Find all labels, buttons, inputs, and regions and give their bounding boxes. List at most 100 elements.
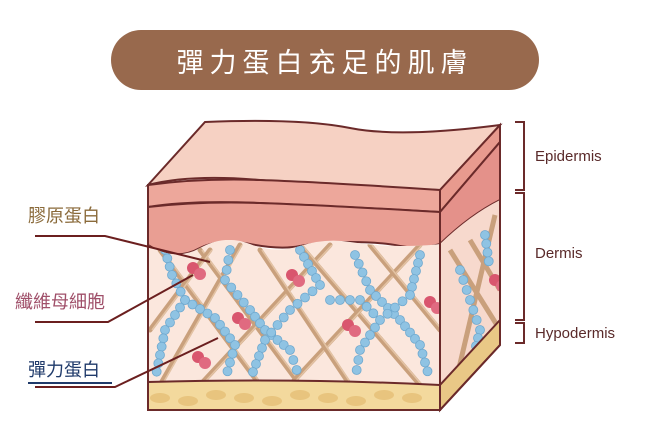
fat-cell [206, 390, 226, 400]
elastin-bead [465, 295, 475, 305]
elastin-bead [156, 341, 167, 352]
collagen-label: 膠原蛋白 [28, 206, 100, 227]
fat-cell [234, 393, 254, 403]
elastin-bead [481, 238, 492, 249]
hypodermis-label: Hypodermis [535, 325, 616, 342]
elastin-bead [480, 230, 490, 240]
elastin-bead [170, 310, 180, 320]
elastin-bead [220, 275, 230, 285]
elastin-bead [272, 320, 283, 330]
collagen-fiber [367, 242, 440, 333]
elastin-bead [175, 302, 185, 313]
elastin-bead [158, 333, 169, 344]
elastin-bead [475, 325, 485, 335]
elastin-bead [361, 276, 372, 287]
elastin-bead [285, 345, 295, 355]
elastin-bead [187, 299, 198, 310]
elastin-bead [160, 325, 170, 335]
elastin-bead [350, 250, 360, 260]
elastin-bead [483, 256, 494, 267]
elastin-bead [292, 298, 303, 309]
elastin-bead [220, 326, 230, 337]
elastin-label: 彈力蛋白 [28, 360, 100, 381]
elastin-bead [353, 258, 364, 269]
elastin-bead [288, 355, 299, 365]
fibroblast-cell [199, 357, 211, 369]
collagen-leader-line [35, 235, 211, 263]
elastin-bead [155, 350, 165, 360]
elastin-bead [397, 296, 408, 307]
dermis-label: Dermis [535, 245, 583, 262]
epidermis-bracket [515, 121, 525, 191]
elastin-bead [405, 290, 415, 300]
elastin-bead [355, 345, 365, 355]
elastin-bead [368, 308, 379, 319]
elastin-bead [307, 286, 318, 297]
elastin-bead [325, 295, 335, 305]
fat-cell [150, 393, 170, 403]
elastin-bead [355, 295, 365, 305]
fat-cell [318, 393, 338, 403]
elastin-bead [411, 266, 421, 276]
title-banner: 彈力蛋白充足的肌膚 [111, 30, 539, 90]
fat-cell [262, 396, 282, 406]
elastin-bead [225, 245, 235, 255]
elastin-bead [175, 286, 186, 297]
elastin-bead [315, 280, 325, 290]
elastin-bead [250, 311, 260, 322]
elastin-bead [162, 253, 173, 264]
fibroblast-leader-line [35, 274, 194, 323]
elastin-bead [195, 304, 205, 314]
elastin-bead [471, 315, 482, 325]
elastin-bead [371, 291, 381, 301]
elastin-bead [180, 295, 190, 305]
elastin-bead [278, 312, 289, 323]
epidermis-label: Epidermis [535, 148, 602, 165]
elastin-bead [482, 247, 493, 258]
collagen-fiber [297, 242, 423, 388]
elastin-bead [345, 295, 355, 305]
collagen-fiber-highlight [371, 244, 440, 331]
block-outline [147, 125, 501, 411]
elastin-bead [415, 250, 425, 260]
dermis-bracket [515, 192, 525, 321]
elastin-bead [225, 333, 235, 344]
hypodermis-bracket [515, 322, 525, 344]
elastin-bead [455, 265, 465, 275]
elastin-leader-line [35, 337, 219, 388]
elastin-bead [360, 337, 370, 348]
collagen-fiber [197, 247, 303, 388]
collagen-fiber-highlight [301, 244, 423, 386]
elastin-bead [227, 348, 238, 359]
elastin-bead [458, 275, 469, 285]
elastin-bead [420, 357, 430, 368]
elastin-bead [370, 322, 380, 333]
fat-cell [290, 390, 310, 400]
collagen-fiber-highlight [291, 244, 423, 386]
elastin-bead [365, 330, 375, 340]
elastin-bead [417, 348, 428, 359]
elastin-bead [468, 305, 479, 315]
fibroblast-cell [349, 325, 361, 337]
elastin-bead [353, 355, 364, 365]
elastin-bead [210, 313, 220, 323]
elastin-bead [390, 302, 400, 313]
elastin-bead [422, 366, 433, 377]
fibroblast-cell [496, 280, 500, 292]
elastin-bead [375, 315, 385, 325]
elastin-bead [255, 318, 265, 329]
elastin-bead [223, 255, 234, 265]
fibroblast-cell [431, 302, 440, 314]
elastin-bead [357, 267, 368, 278]
elastin-bead [409, 274, 419, 284]
fibroblast-label: 纖維母細胞 [15, 292, 105, 313]
elastin-bead [221, 265, 232, 275]
elastin-bead [165, 317, 175, 328]
elastin-bead [202, 308, 213, 319]
elastin-bead [238, 297, 249, 308]
elastin-bead [215, 319, 225, 330]
elastin-bead [300, 292, 310, 303]
fat-cell [374, 390, 394, 400]
elastin-bead [351, 365, 362, 375]
